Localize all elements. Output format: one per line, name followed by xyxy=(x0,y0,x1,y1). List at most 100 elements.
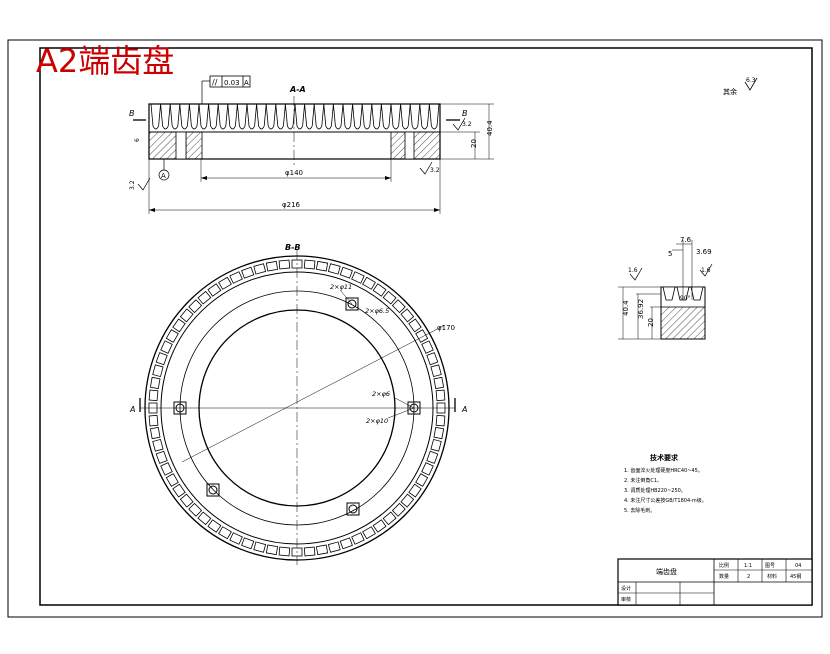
ring-tooth xyxy=(351,271,365,284)
svg-text:3.2: 3.2 xyxy=(129,180,136,190)
ring-tooth xyxy=(400,493,415,508)
dim-detail-h3692: 36.92 xyxy=(637,299,645,319)
svg-text:1:1: 1:1 xyxy=(744,563,752,569)
ring-tooth xyxy=(148,414,159,427)
callout-hole-mid2: 2×φ10 xyxy=(366,417,388,425)
callout-hole-top2: 2×φ6.5 xyxy=(365,307,389,315)
ring-tooth xyxy=(155,352,168,366)
teeth-profile-row xyxy=(150,103,440,130)
ring-tooth xyxy=(229,271,243,284)
ring-tooth xyxy=(149,376,161,390)
svg-text:数量: 数量 xyxy=(719,573,729,580)
ring-tooth xyxy=(339,537,353,550)
tooth-profile xyxy=(179,103,190,130)
tooth-profile xyxy=(237,103,248,130)
tooth-profile xyxy=(400,103,411,130)
tooth-profile xyxy=(361,103,373,130)
ring-tooth xyxy=(179,493,194,508)
hatch-left-wall xyxy=(148,131,180,160)
ring-tooth xyxy=(278,259,291,270)
ring-tooth xyxy=(172,318,186,333)
ring-tooth xyxy=(391,502,406,517)
tech-req-item: 3. 调质处理HB220~250。 xyxy=(624,487,686,494)
svg-text:比例: 比例 xyxy=(719,562,729,569)
dim-detail-h20: 20 xyxy=(647,318,655,327)
ring-tooth xyxy=(315,544,329,556)
plan-view-bb: B-B 2×φ11 2×φ6.5 2×φ6 2×φ10 φ170 A A xyxy=(129,243,467,565)
callout-hole-top: 2×φ11 xyxy=(330,283,352,291)
svg-text:1.6: 1.6 xyxy=(628,267,638,274)
ring-tooth xyxy=(372,283,387,297)
ring-tooth xyxy=(197,511,212,526)
tooth-profile xyxy=(304,103,315,130)
ring-tooth xyxy=(430,438,442,452)
ring-tooth xyxy=(278,546,291,557)
ring-tooth xyxy=(265,260,279,272)
ring-tooth xyxy=(430,364,442,378)
ring-tooth xyxy=(303,259,316,270)
ring-tooth xyxy=(327,541,341,553)
section-view-aa: A-A // 0.03 A B B 6 xyxy=(129,75,494,214)
ring-tooth xyxy=(391,299,406,314)
ring-tooth xyxy=(433,426,445,440)
ring-tooth xyxy=(218,526,232,540)
tech-req-item: 4. 未注尺寸公差按GB/T1804-m级。 xyxy=(624,497,707,504)
part-name: 端齿盘 xyxy=(656,567,677,576)
tooth-profile xyxy=(313,103,325,130)
tooth-profile xyxy=(160,103,171,130)
ring-tooth xyxy=(435,389,446,402)
bolt-hole xyxy=(345,297,359,311)
ring-tooth xyxy=(160,462,173,476)
ring-tooth xyxy=(155,450,168,464)
section-label-top: A-A xyxy=(289,85,306,94)
tooth-profile xyxy=(275,103,286,130)
ring-tooth xyxy=(408,483,422,498)
ring-tooth xyxy=(382,290,397,305)
ring-tooth xyxy=(415,473,429,487)
callout-hole-mid: 2×φ6 xyxy=(372,390,390,398)
ring-tooth xyxy=(165,329,179,343)
section-label-bottom: B-B xyxy=(285,243,301,252)
ring-tooth xyxy=(207,519,222,533)
hatch-left-inner xyxy=(185,131,203,160)
tooth-profile xyxy=(333,103,344,130)
tooth-profile xyxy=(189,103,200,130)
tooth-profile xyxy=(217,103,229,130)
ring-tooth xyxy=(362,526,376,540)
dim-h404: 40.4 xyxy=(486,120,494,136)
dim-phi170: φ170 xyxy=(437,324,455,332)
tooth-profile xyxy=(352,103,363,130)
tooth-profile xyxy=(285,103,296,130)
svg-text:6: 6 xyxy=(134,138,141,142)
ring-tooth xyxy=(372,519,387,533)
svg-text://: // xyxy=(212,78,218,87)
ring-tooth xyxy=(188,502,203,517)
teeth-ring xyxy=(148,259,446,557)
tooth-profile xyxy=(409,103,421,130)
svg-text:04: 04 xyxy=(795,563,801,569)
title-block: 端齿盘 比例 1:1 图号 04 数量 2 材料 45钢 设计 审核 xyxy=(617,558,813,606)
ring-tooth xyxy=(408,318,422,333)
parallel-tolerance-frame: // 0.03 A xyxy=(201,75,251,104)
ring-tooth xyxy=(362,276,376,290)
ring-tooth xyxy=(435,414,446,427)
svg-text:2: 2 xyxy=(747,574,750,580)
ring-tooth xyxy=(253,263,267,275)
bolt-hole xyxy=(173,401,187,415)
tooth-profile xyxy=(246,103,257,130)
svg-text:材料: 材料 xyxy=(767,573,777,580)
svg-text:3.2: 3.2 xyxy=(430,167,440,174)
sheet-border xyxy=(7,39,823,618)
tooth-profile xyxy=(323,103,334,130)
ring-tooth xyxy=(421,462,434,476)
tooth-profile xyxy=(227,103,238,130)
dim-phi216: φ216 xyxy=(282,201,301,209)
tech-req-item: 2. 未注倒角C1。 xyxy=(624,477,662,484)
bolt-hole xyxy=(346,502,360,516)
tooth-profile xyxy=(169,103,181,130)
svg-text:6.3: 6.3 xyxy=(746,77,756,84)
svg-text:图号: 图号 xyxy=(765,563,775,569)
tooth-profile xyxy=(208,103,219,130)
ring-tooth xyxy=(421,340,434,354)
